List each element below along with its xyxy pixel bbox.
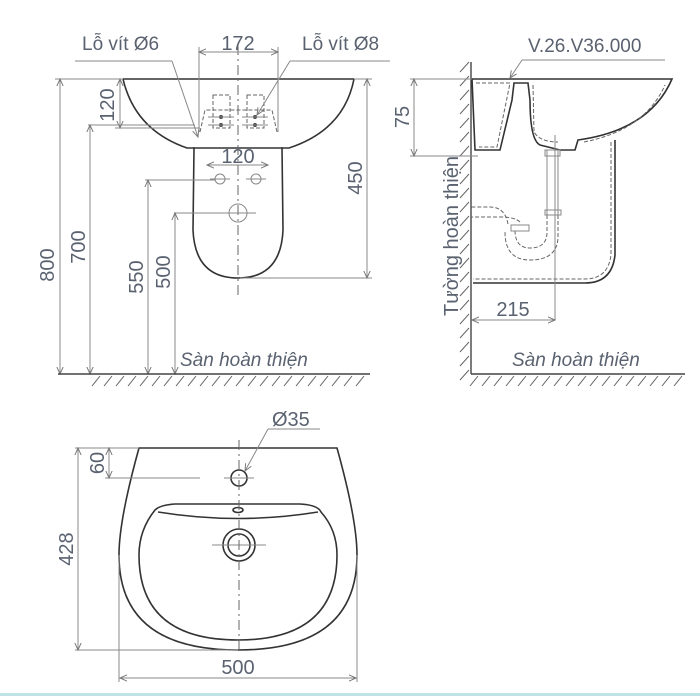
- top-view: Ø35 60 428 500: [56, 409, 358, 682]
- label-part-code: V.26.V36.000: [528, 36, 641, 57]
- dim-550: 550: [126, 260, 148, 293]
- bottom-rule: [0, 693, 700, 696]
- floor-hatch-side: [469, 375, 683, 387]
- label-wall: Tường hoàn thiện: [441, 156, 463, 316]
- dim-500-width: 500: [221, 657, 254, 679]
- label-screw-hole-8: Lỗ vít Ø8: [302, 33, 379, 55]
- side-view: 75 V.26.V36.000 Tường hoàn thiện 215: [392, 36, 685, 387]
- floor-hatch-front: [91, 375, 365, 387]
- dim-75: 75: [392, 106, 414, 128]
- dim-450: 450: [345, 161, 367, 194]
- label-floor-front: Sàn hoàn thiện: [180, 350, 308, 371]
- dim-428: 428: [56, 532, 78, 565]
- dim-120-bracket: 120: [97, 88, 119, 121]
- dim-tap-diameter: Ø35: [272, 409, 310, 431]
- dim-700: 700: [68, 230, 90, 263]
- dim-215: 215: [496, 299, 529, 321]
- dim-500-height: 500: [153, 255, 175, 288]
- dim-60: 60: [87, 452, 109, 474]
- wall-hatch: [459, 61, 470, 381]
- dim-800: 800: [37, 248, 59, 281]
- label-screw-hole-6: Lỗ vít Ø6: [82, 33, 159, 55]
- dim-120-spacing: 120: [221, 146, 254, 168]
- label-floor-side: Sàn hoàn thiện: [512, 350, 640, 371]
- front-view: 172 Lỗ vít Ø6 Lỗ vít Ø8 120 120 800 700 …: [37, 33, 390, 387]
- dim-172: 172: [221, 33, 254, 55]
